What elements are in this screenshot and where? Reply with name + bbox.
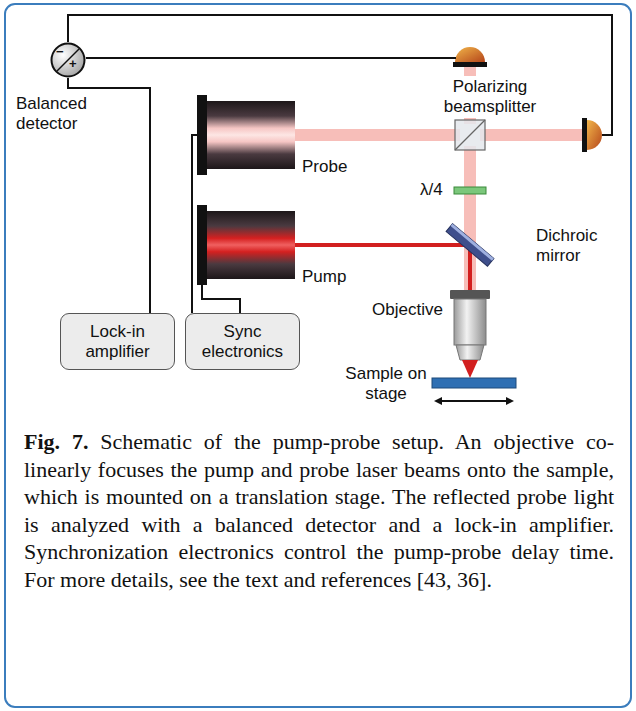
- component-label: λ/4: [420, 180, 456, 200]
- figure-frame: [5, 4, 631, 707]
- laser-body: [207, 211, 295, 279]
- laser-label: Pump: [302, 267, 346, 287]
- polarity-sign: −: [56, 45, 64, 59]
- signal-wire: [86, 57, 456, 59]
- polarity-sign: +: [69, 57, 77, 71]
- objective: [450, 290, 490, 378]
- laser-back-plate: [197, 205, 207, 285]
- component-label: Dichroic mirror: [536, 226, 622, 266]
- pump-beam: [295, 243, 472, 292]
- electronics-box: Lock-in amplifier: [60, 313, 175, 370]
- stage-arrow: [436, 400, 512, 402]
- waveplate: [454, 187, 486, 194]
- box-label: Sync electronics: [192, 322, 293, 362]
- figure-caption: Fig. 7. Schematic of the pump-probe setu…: [24, 428, 614, 593]
- beamsplitter-cube: [455, 120, 485, 150]
- laser: Probe: [197, 95, 295, 175]
- component-label: Polarizing beamsplitter: [432, 76, 548, 118]
- signal-wire: [68, 78, 150, 313]
- electronics-box: Sync electronics: [185, 313, 300, 370]
- component-label: Sample on stage: [344, 364, 428, 404]
- component-label: Objective: [372, 300, 452, 320]
- balanced-detector: Balanced detector−+: [50, 42, 86, 78]
- detector-label: Balanced detector: [16, 94, 116, 134]
- box-label: Lock-in amplifier: [67, 322, 168, 362]
- laser-back-plate: [197, 95, 207, 175]
- sample: [432, 378, 516, 388]
- laser-body: [207, 101, 295, 169]
- laser-label: Probe: [302, 157, 347, 177]
- dichroic-mirror: [446, 224, 494, 266]
- photodiode: [453, 47, 487, 67]
- signal-wire: [202, 285, 240, 313]
- laser: Pump: [197, 205, 295, 285]
- photodiode: [582, 118, 602, 152]
